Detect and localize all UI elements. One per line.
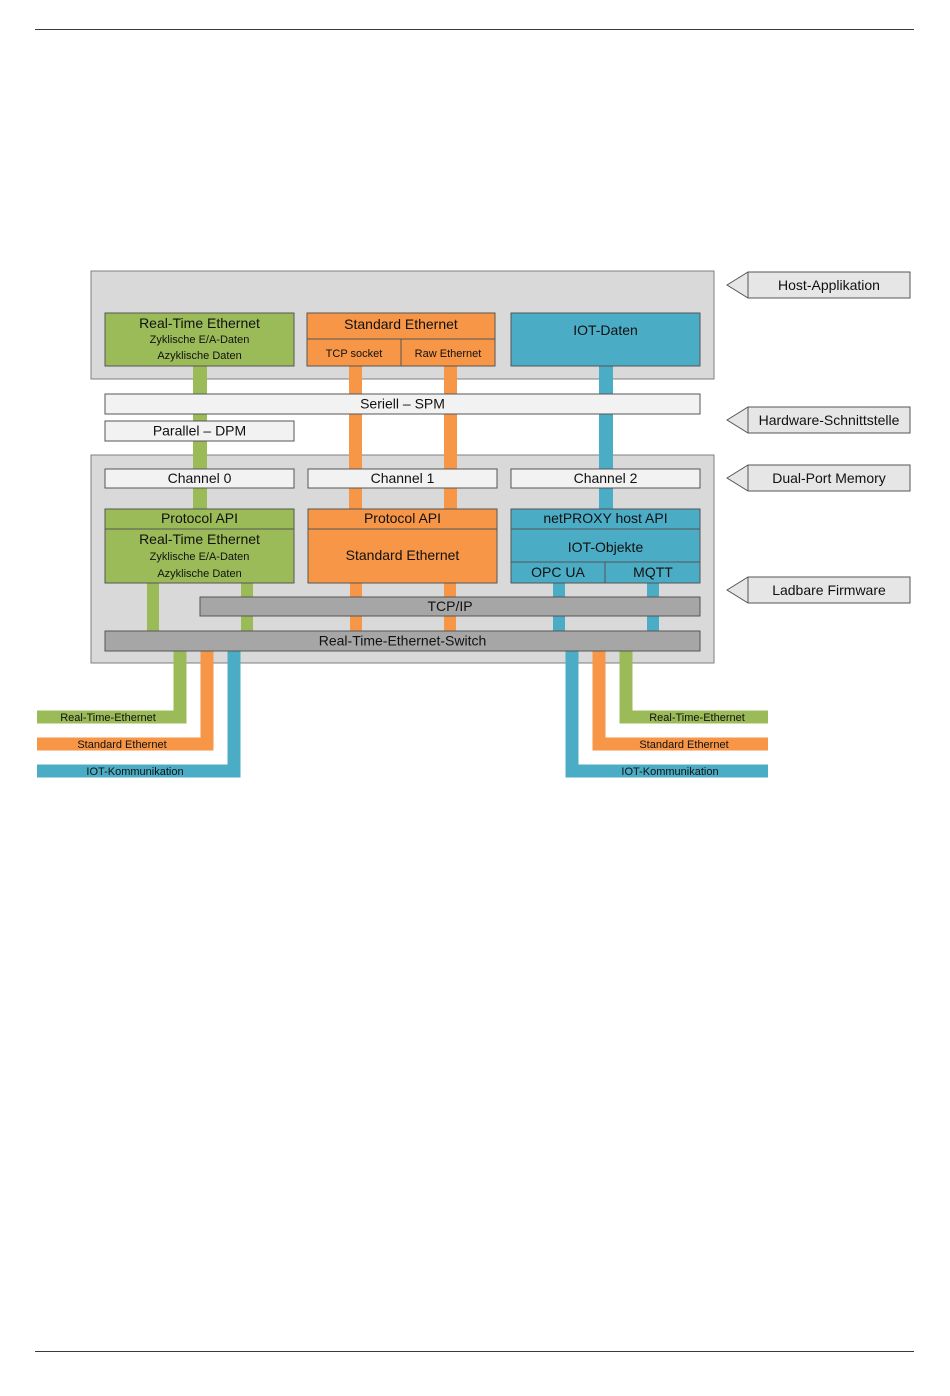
fw-rte-line2: Azyklische Daten [157,568,241,580]
host-iot-box [510,312,701,367]
tcpip-bar [199,596,701,617]
layer-label-firmware: Ladbare Firmware [726,576,911,604]
switch-label: Real-Time-Ethernet-Switch [319,633,487,649]
channel-1-label: Channel 1 [371,470,435,486]
host-rte-box [104,312,295,367]
bottom-rule [35,1351,914,1352]
channel-0-box [104,468,295,489]
fw-netproxy: netPROXY host API [543,510,667,526]
left-std-port [37,651,214,751]
host-rte-title: Real-Time Ethernet [139,315,260,331]
fw-rte-line1: Zyklische E/A-Daten [150,551,250,563]
switch-bar [104,630,701,652]
layer-label-host-text: Host-Applikation [778,277,880,293]
raw-ethernet-label: Raw Ethernet [415,348,482,360]
fw-rte-title: Real-Time Ethernet [139,531,260,547]
channel-2-box [510,468,701,489]
layer-label-host: Host-Applikation [726,271,911,299]
fw-opc-ua: OPC UA [531,564,585,580]
right-iot-port-label: IOT-Kommunikation [621,766,718,778]
port-lines [37,651,768,778]
right-std-port-label: Standard Ethernet [639,739,728,751]
right-iot-port [565,651,768,778]
fw-std-box [307,508,498,584]
channel-2-label: Channel 2 [574,470,638,486]
fw-rte-box [104,508,295,584]
layer-label-firmware-text: Ladbare Firmware [772,582,886,598]
tcp-socket-label: TCP socket [326,348,383,360]
rte-line-fw-a [147,583,159,631]
left-iot-port-label: IOT-Kommunikation [86,766,183,778]
parallel-dpm-label: Parallel – DPM [153,423,246,439]
right-rte-port-label: Real-Time-Ethernet [649,712,745,724]
left-rte-port [37,651,187,724]
right-rte-port [619,651,768,724]
left-rte-port-label: Real-Time-Ethernet [60,712,156,724]
layer-label-dpm-text: Dual-Port Memory [772,470,886,486]
tcpip-label: TCP/IP [427,598,472,614]
fw-protocol-api-0: Protocol API [161,510,238,526]
left-iot-port [37,651,241,778]
channel-0-label: Channel 0 [168,470,232,486]
right-std-port [592,651,768,751]
fw-mqtt: MQTT [633,564,673,580]
host-std-title: Standard Ethernet [344,316,458,332]
fw-protocol-api-1: Protocol API [364,510,441,526]
layer-label-hardware-text: Hardware-Schnittstelle [759,412,900,428]
parallel-dpm-box [104,420,295,442]
layer-label-hardware: Hardware-Schnittstelle [726,406,911,434]
host-iot-title: IOT-Daten [573,322,638,338]
host-rte-line1: Zyklische E/A-Daten [150,334,250,346]
left-std-port-label: Standard Ethernet [77,739,166,751]
serial-spm-label: Seriell – SPM [360,396,445,412]
layer-label-dpm: Dual-Port Memory [726,464,911,492]
top-rule [35,29,914,30]
host-rte-line2: Azyklische Daten [157,350,241,362]
channel-1-box [307,468,498,489]
fw-std-ethernet: Standard Ethernet [346,547,460,563]
serial-spm-box [104,393,701,415]
fw-iot-objects: IOT-Objekte [568,539,644,555]
